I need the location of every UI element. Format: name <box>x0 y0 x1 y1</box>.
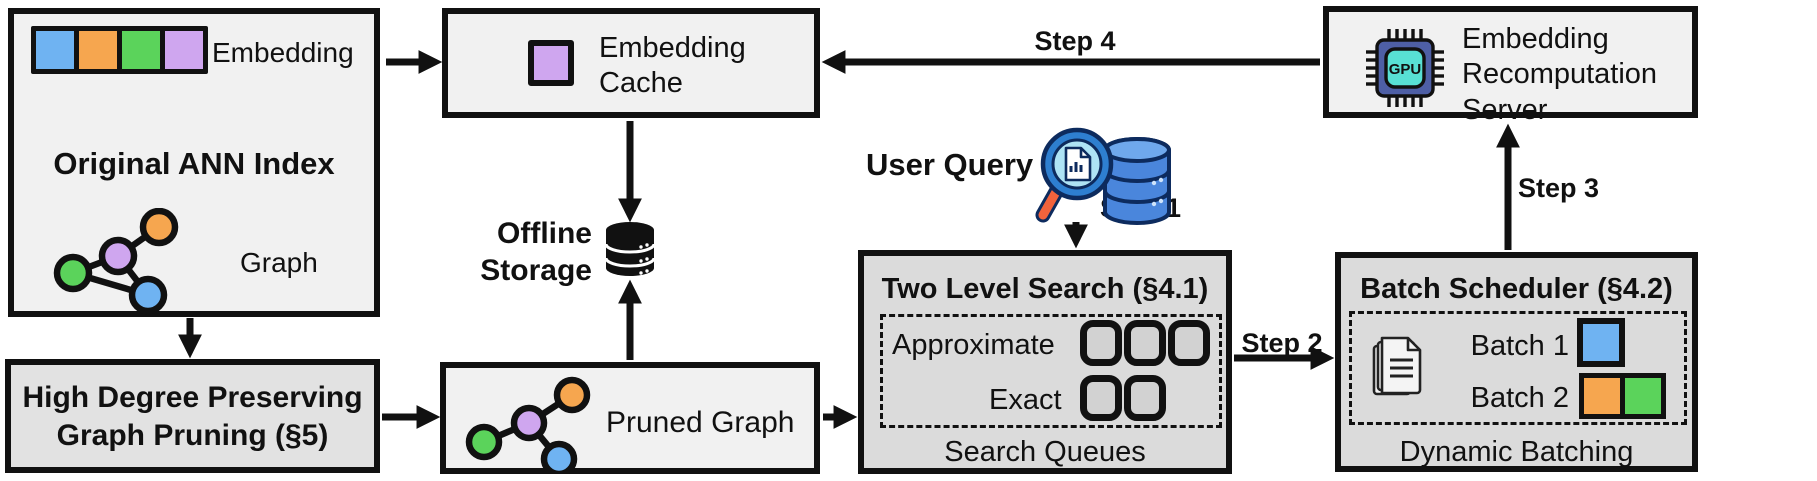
batch2-cell-green <box>1625 378 1661 414</box>
queue-slot <box>1080 320 1122 366</box>
graph-pruning-box: High Degree Preserving Graph Pruning (§5… <box>5 359 380 473</box>
batch-scheduler-title: Batch Scheduler (§4.2) <box>1360 273 1673 305</box>
embedding-cache-box: Embedding Cache <box>442 8 820 118</box>
exact-label: Exact <box>989 384 1062 416</box>
original-ann-index-box: Embedding Original ANN Index Graph <box>8 8 380 317</box>
embedding-cell-blue <box>36 31 74 69</box>
gpu-chip-label: GPU <box>1389 61 1422 78</box>
queue-slot <box>1124 375 1166 421</box>
batch2-label: Batch 2 <box>1470 382 1569 414</box>
graph-pruning-label: High Degree Preserving Graph Pruning (§5… <box>22 381 363 452</box>
batch1-embedding-icon <box>1577 318 1625 367</box>
graph-icon <box>53 208 179 315</box>
query-database-icon <box>1103 137 1171 225</box>
recomputation-server-box: GPU Embedding Recomputation Server <box>1323 6 1698 126</box>
approximate-queue-icons <box>1080 320 1210 366</box>
documents-stack-icon <box>1372 336 1422 396</box>
two-level-search-title: Two Level Search (§4.1) <box>881 273 1209 305</box>
cached-embedding-icon <box>528 40 574 86</box>
recomputation-server-label: Embedding Recomputation Server <box>1462 23 1658 126</box>
embedding-cell-orange <box>79 31 117 69</box>
dynamic-batching-caption: Dynamic Batching <box>1399 436 1634 468</box>
magnifier-icon <box>1035 127 1114 223</box>
exact-queue-icons <box>1080 375 1166 421</box>
step3-label: Step 3 <box>1518 173 1600 203</box>
batch-scheduler-box: Batch Scheduler (§4.2) Batch 1 Batch 2 D… <box>1335 252 1698 472</box>
search-queues-dashed-box <box>880 314 1222 428</box>
embedding-cache-label: Embedding Cache <box>599 32 746 100</box>
graph-label: Graph <box>240 247 318 278</box>
step2-label: Step 2 <box>1241 328 1323 358</box>
batch2-cell-orange <box>1584 378 1620 414</box>
pruned-graph-box: Pruned Graph <box>440 362 820 474</box>
original-ann-index-title: Original ANN Index <box>53 146 335 181</box>
batch1-label: Batch 1 <box>1470 330 1569 362</box>
user-query-label: User Query <box>866 147 1034 182</box>
embedding-vector-icon <box>31 26 208 74</box>
pruned-graph-label: Pruned Graph <box>606 406 795 439</box>
approximate-label: Approximate <box>892 329 1055 361</box>
offline-storage-db-icon <box>604 222 656 276</box>
search-queues-caption: Search Queues <box>944 436 1146 468</box>
embedding-cell-purple <box>165 31 203 69</box>
offline-storage-label: Offline Storage <box>480 217 592 287</box>
two-level-search-box: Two Level Search (§4.1) Approximate Exac… <box>858 250 1232 474</box>
embedding-label: Embedding <box>212 37 354 68</box>
batch2-embedding-icons <box>1579 373 1666 419</box>
queue-slot <box>1168 320 1210 366</box>
gpu-chip-icon: GPU <box>1366 29 1444 107</box>
embedding-cell-green <box>122 31 160 69</box>
document-glyph <box>1064 146 1092 182</box>
queue-slot <box>1080 375 1122 421</box>
pruned-graph-icon <box>465 376 591 474</box>
queue-slot <box>1124 320 1166 366</box>
dynamic-batching-dashed-box <box>1349 311 1687 425</box>
user-query-icon <box>1035 127 1171 225</box>
step4-label: Step 4 <box>1034 26 1116 56</box>
